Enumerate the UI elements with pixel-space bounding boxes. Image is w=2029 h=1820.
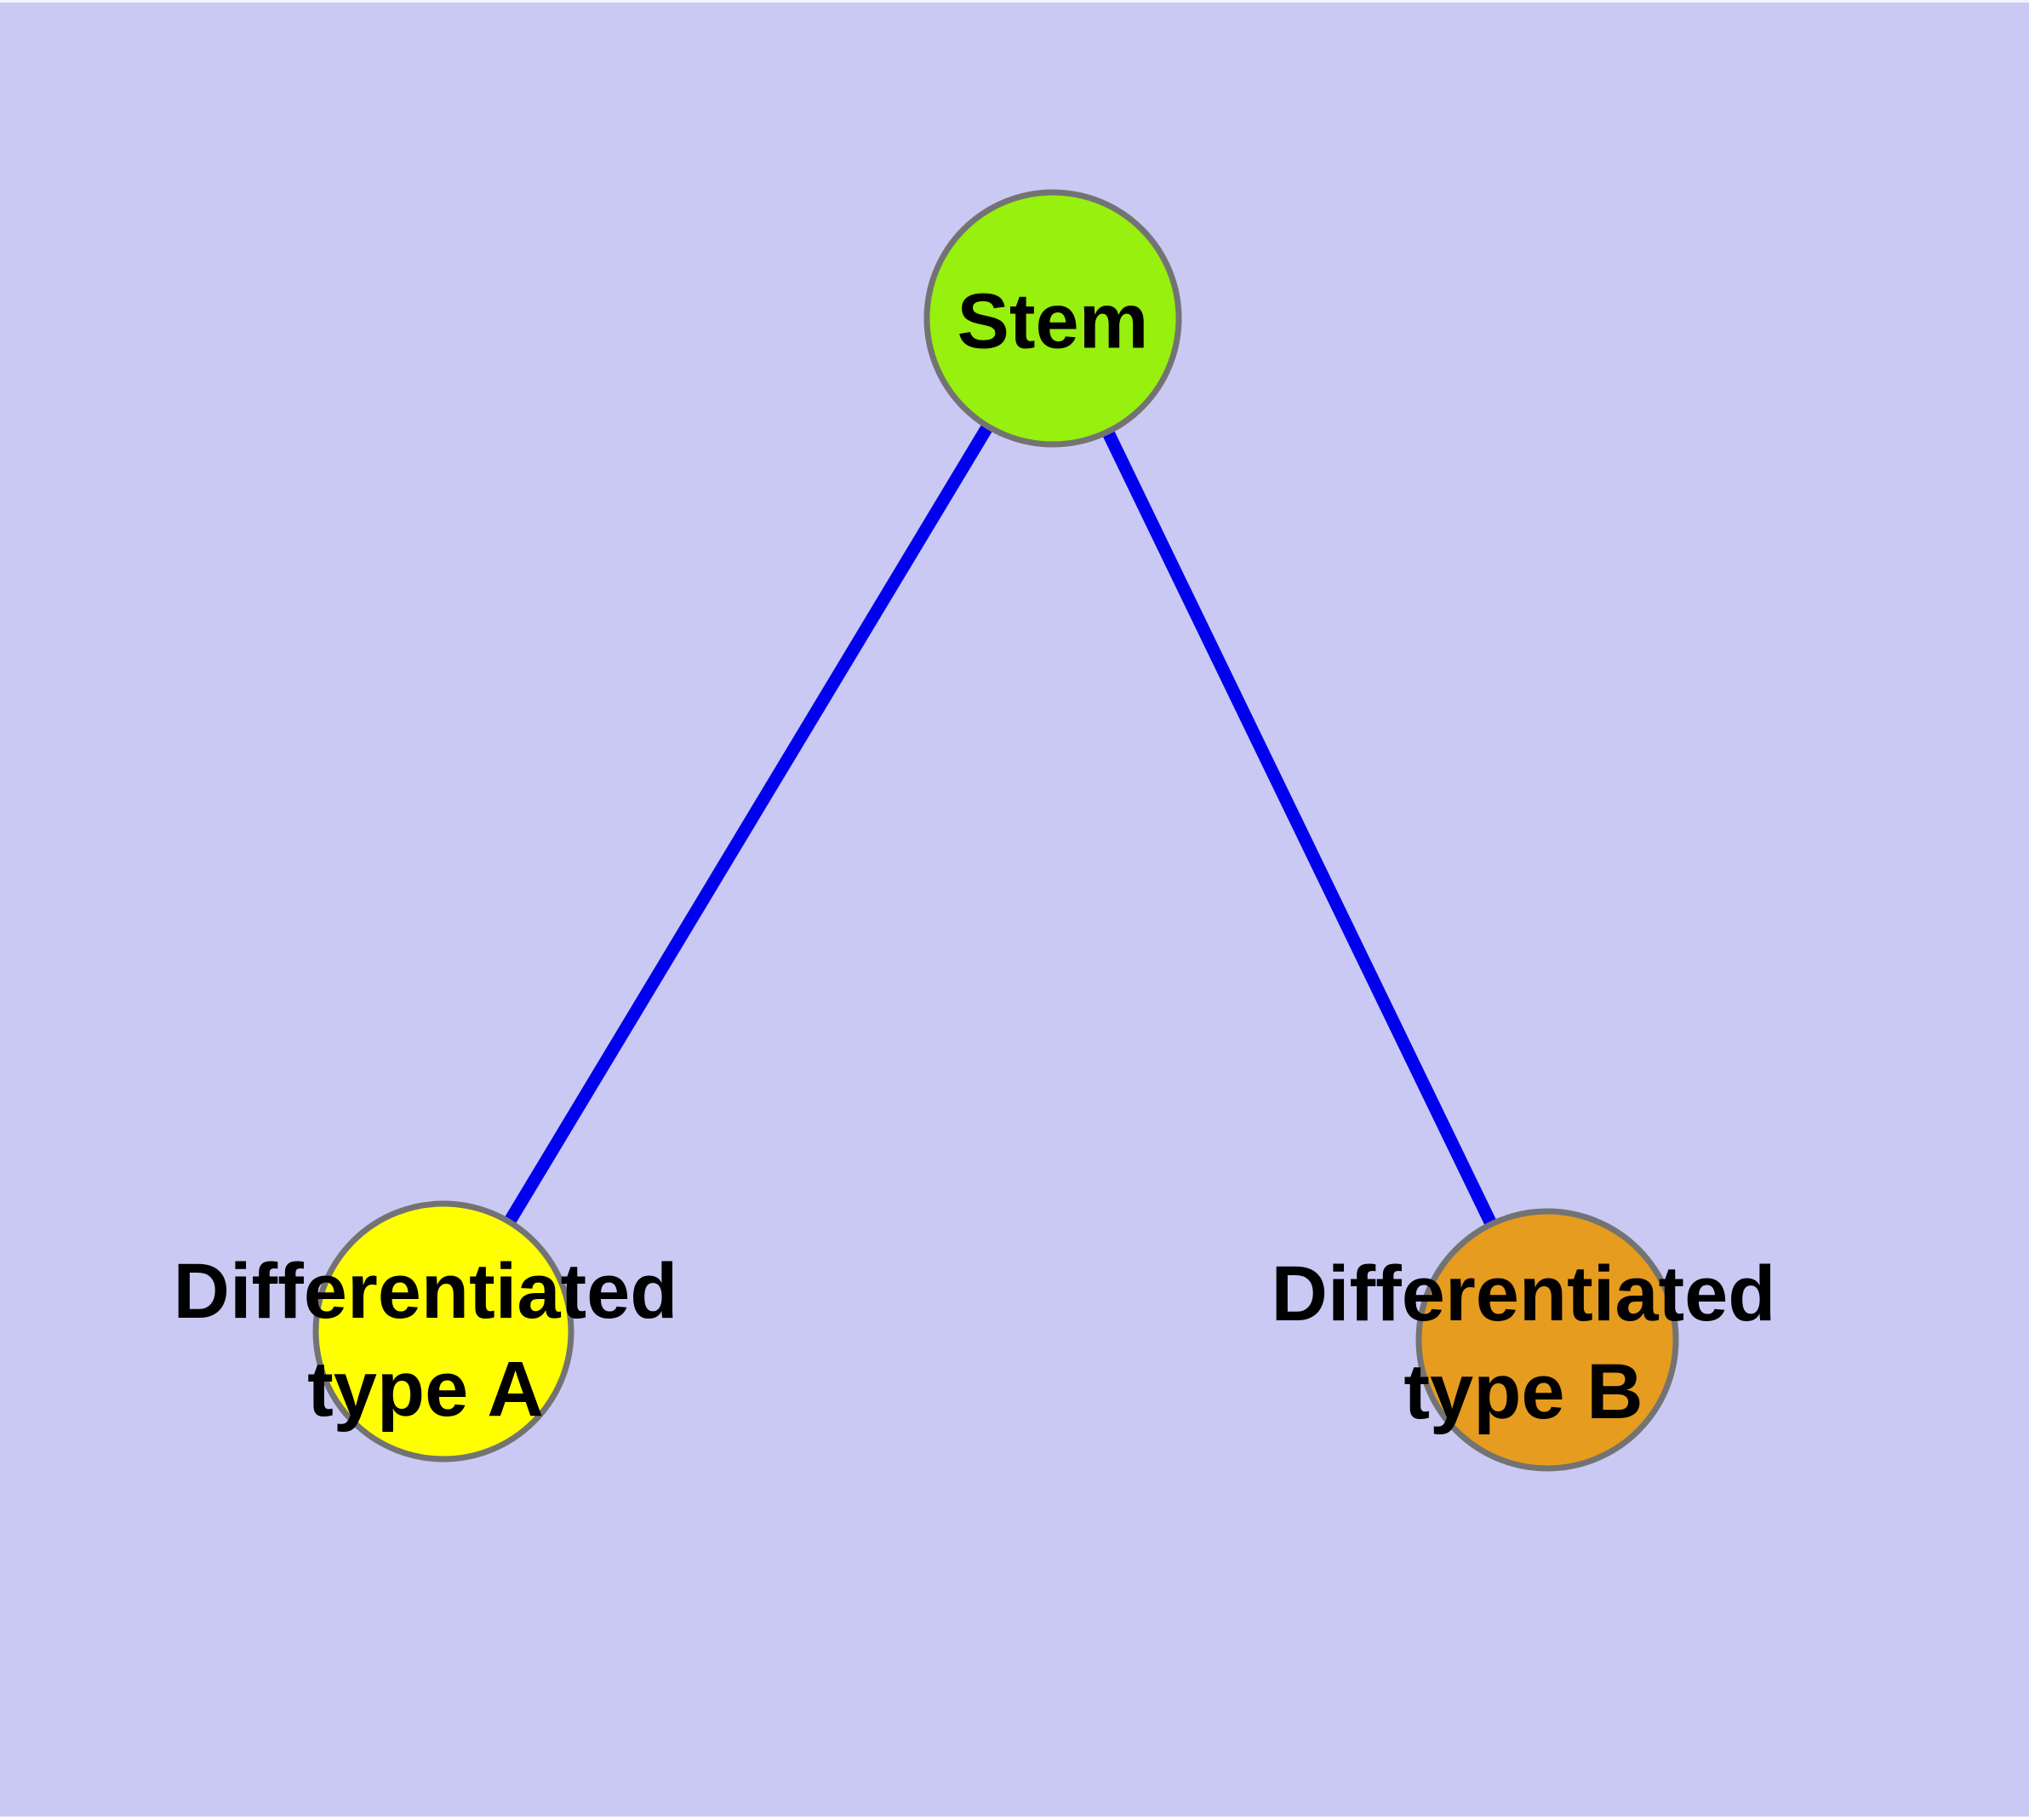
node-type-b-label: Differentiated type B: [1271, 1251, 1776, 1435]
node-stem-label: Stem: [957, 278, 1149, 365]
node-type-a-circle: [312, 1200, 574, 1462]
node-type-a-label: Differentiated type A: [173, 1248, 678, 1433]
canvas-top-border: [0, 0, 2029, 3]
node-type-b-circle: [1415, 1208, 1679, 1472]
edge-stem-to-type-b: [1047, 315, 1553, 1343]
canvas-bottom-border: [0, 1817, 2029, 1820]
node-stem-circle: [923, 189, 1182, 448]
edge-stem-to-type-a: [437, 315, 1059, 1335]
